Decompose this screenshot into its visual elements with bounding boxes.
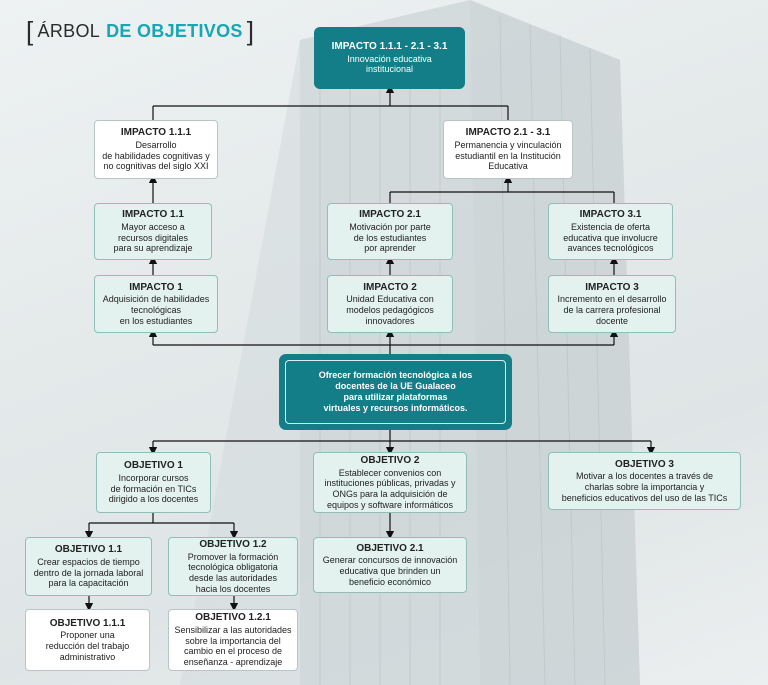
objective-3-title: OBJETIVO 3	[553, 459, 736, 471]
objective-2-desc: Establecer convenios con instituciones p…	[318, 468, 462, 510]
title-word-arbol: ÁRBOL	[38, 21, 101, 42]
impact-2-1-3-1-title: IMPACTO 2.1 - 3.1	[448, 127, 568, 139]
objective-2-title: OBJETIVO 2	[318, 455, 462, 467]
impact-3-box: IMPACTO 3 Incremento en el desarrollo de…	[548, 275, 676, 333]
impact-3-desc: Incremento en el desarrollo de la carrer…	[553, 294, 671, 326]
impact-2-title: IMPACTO 2	[332, 282, 448, 294]
impact-1-1-desc: Mayor acceso a recursos digitales para s…	[99, 222, 207, 254]
objective-1-1-title: OBJETIVO 1.1	[30, 544, 147, 556]
objective-1-box: OBJETIVO 1 Incorporar cursos de formació…	[96, 452, 211, 513]
impact-3-1-title: IMPACTO 3.1	[553, 209, 668, 221]
impact-2-1-3-1-box: IMPACTO 2.1 - 3.1 Permanencia y vinculac…	[443, 120, 573, 179]
objective-2-box: OBJETIVO 2 Establecer convenios con inst…	[313, 452, 467, 513]
objective-1-2-desc: Promover la formación tecnológica obliga…	[173, 552, 293, 594]
objective-1-2-1-box: OBJETIVO 1.2.1 Sensibilizar a las autori…	[168, 609, 298, 671]
impact-2-1-box: IMPACTO 2.1 Motivación por parte de los …	[327, 203, 453, 260]
impact-3-1-desc: Existencia de oferta educativa que invol…	[553, 222, 668, 254]
title-bracket-open: [	[26, 18, 34, 44]
objective-1-1-1-box: OBJETIVO 1.1.1 Proponer una reducción de…	[25, 609, 150, 671]
impact-top-desc: Innovación educativa institucional	[318, 54, 461, 75]
central-objective-text: Ofrecer formación tecnológica a los doce…	[285, 360, 506, 424]
objective-1-desc: Incorporar cursos de formación en TICs d…	[101, 473, 206, 505]
impact-1-1-box: IMPACTO 1.1 Mayor acceso a recursos digi…	[94, 203, 212, 260]
objective-1-2-1-title: OBJETIVO 1.2.1	[173, 612, 293, 624]
objective-2-1-box: OBJETIVO 2.1 Generar concursos de innova…	[313, 537, 467, 593]
objective-1-1-1-title: OBJETIVO 1.1.1	[30, 618, 145, 630]
impact-2-1-title: IMPACTO 2.1	[332, 209, 448, 221]
impact-1-1-1-box: IMPACTO 1.1.1 Desarrollo de habilidades …	[94, 120, 218, 179]
impact-top-box: IMPACTO 1.1.1 - 2.1 - 3.1 Innovación edu…	[314, 27, 465, 89]
objective-1-1-box: OBJETIVO 1.1 Crear espacios de tiempo de…	[25, 537, 152, 596]
objective-1-1-1-desc: Proponer una reducción del trabajo admin…	[30, 630, 145, 662]
impact-2-1-desc: Motivación por parte de los estudiantes …	[332, 222, 448, 254]
impact-2-1-3-1-desc: Permanencia y vinculación estudiantil en…	[448, 140, 568, 172]
objective-3-desc: Motivar a los docentes a través de charl…	[553, 471, 736, 503]
impact-1-1-1-desc: Desarrollo de habilidades cognitivas y n…	[99, 140, 213, 172]
impact-top-title: IMPACTO 1.1.1 - 2.1 - 3.1	[318, 41, 461, 53]
impact-3-title: IMPACTO 3	[553, 282, 671, 294]
impact-1-1-title: IMPACTO 1.1	[99, 209, 207, 221]
objective-1-2-box: OBJETIVO 1.2 Promover la formación tecno…	[168, 537, 298, 596]
title-bracket-close: ]	[247, 18, 255, 44]
objective-1-2-title: OBJETIVO 1.2	[173, 539, 293, 551]
central-objective-box: Ofrecer formación tecnológica a los doce…	[279, 354, 512, 430]
objective-1-1-desc: Crear espacios de tiempo dentro de la jo…	[30, 557, 147, 589]
title-word-objetivos: DE OBJETIVOS	[106, 21, 243, 42]
impact-1-desc: Adquisición de habilidades tecnológicas …	[99, 294, 213, 326]
diagram-title: [ ÁRBOL DE OBJETIVOS ]	[22, 18, 258, 44]
impact-2-desc: Unidad Educativa con modelos pedagógicos…	[332, 294, 448, 326]
objective-2-1-title: OBJETIVO 2.1	[318, 543, 462, 555]
impact-1-box: IMPACTO 1 Adquisición de habilidades tec…	[94, 275, 218, 333]
impact-3-1-box: IMPACTO 3.1 Existencia de oferta educati…	[548, 203, 673, 260]
impact-2-box: IMPACTO 2 Unidad Educativa con modelos p…	[327, 275, 453, 333]
impact-1-1-1-title: IMPACTO 1.1.1	[99, 127, 213, 139]
objective-1-2-1-desc: Sensibilizar a las autoridades sobre la …	[173, 625, 293, 667]
impact-1-title: IMPACTO 1	[99, 282, 213, 294]
objective-2-1-desc: Generar concursos de innovación educativ…	[318, 555, 462, 587]
objective-1-title: OBJETIVO 1	[101, 460, 206, 472]
objective-3-box: OBJETIVO 3 Motivar a los docentes a trav…	[548, 452, 741, 510]
